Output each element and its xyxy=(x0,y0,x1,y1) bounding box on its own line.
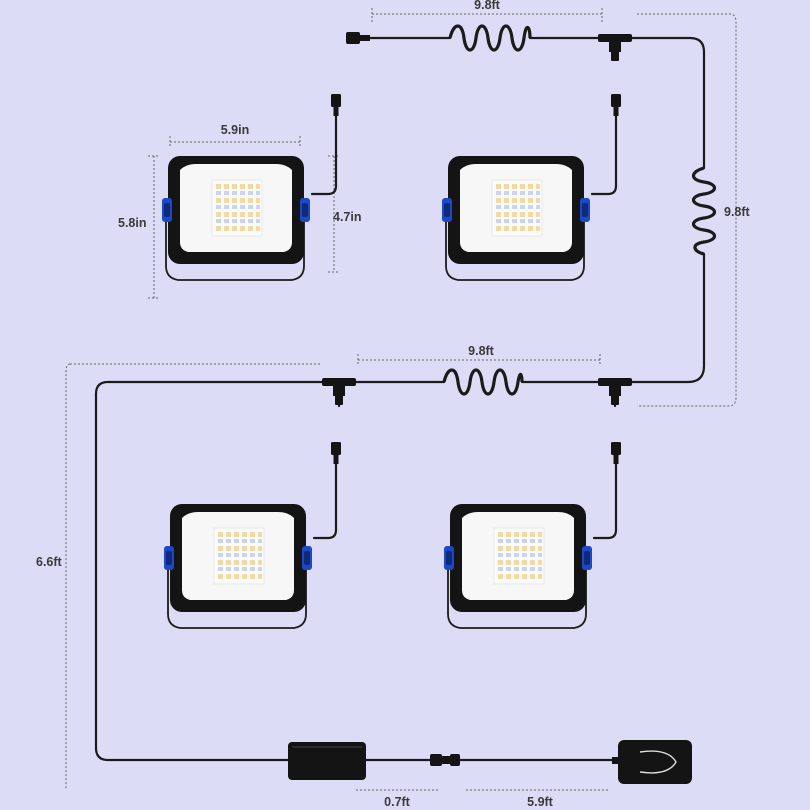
flood-light-icon xyxy=(441,155,591,281)
flood-light-icon xyxy=(443,503,593,629)
coiled-cable-top xyxy=(448,24,532,52)
flood-light-icon xyxy=(163,503,313,629)
dim-label-bottom-long: 5.9ft xyxy=(527,795,554,809)
flood-light-icon xyxy=(161,155,311,281)
dim-label-left-cable: 6.6ft xyxy=(36,555,63,569)
waterproof-connector-icon xyxy=(346,32,370,44)
power-adapter-icon xyxy=(612,740,692,784)
coiled-cable-right xyxy=(691,166,717,256)
cable-run xyxy=(94,36,706,762)
dim-label-light-height: 5.8in xyxy=(118,216,147,230)
dim-label-middle-cable: 9.8ft xyxy=(468,344,495,358)
coiled-cable-middle xyxy=(442,368,524,396)
inline-connector-icon xyxy=(430,754,460,766)
controller-box-icon xyxy=(288,742,366,780)
dimension-guides xyxy=(65,8,737,791)
dim-label-bottom-short: 0.7ft xyxy=(384,795,411,809)
dim-label-panel-height: 4.7in xyxy=(333,210,362,224)
dim-label-right-cable: 9.8ft xyxy=(724,205,751,219)
dim-label-light-width: 5.9in xyxy=(221,123,250,137)
dim-label-top-cable: 9.8ft xyxy=(474,0,501,12)
